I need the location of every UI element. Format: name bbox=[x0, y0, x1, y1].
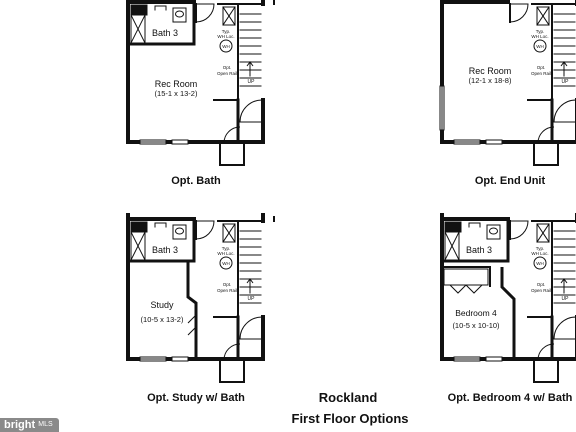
vanity-top bbox=[130, 4, 148, 16]
wh-loc-label: WH Loc. bbox=[217, 34, 234, 39]
wh-typ-label: Typ. bbox=[222, 29, 231, 34]
door-swing bbox=[509, 220, 529, 240]
caption-opt-end-unit: Opt. End Unit bbox=[474, 175, 546, 187]
rail-text-label: Open Rail bbox=[531, 71, 551, 76]
wh-badge: WH bbox=[536, 261, 544, 266]
caption-opt-bath: Opt. Bath bbox=[171, 175, 221, 187]
shower-x bbox=[130, 231, 146, 261]
up-label: UP bbox=[562, 296, 570, 302]
closet-x bbox=[222, 223, 236, 243]
room-dim: (12-1 x 18-8) bbox=[469, 76, 512, 85]
rail-opt-label: Opt. bbox=[223, 282, 232, 287]
room-name: Study bbox=[150, 300, 174, 310]
closet-wall bbox=[442, 266, 491, 287]
room-dim: (10-5 x 13-2) bbox=[141, 315, 184, 324]
plan-opt-bedroom4-bath: Bath 3 UP Typ.WH Loc. WH Opt.Open RailBedroo… bbox=[440, 213, 576, 383]
wh-badge: WH bbox=[536, 44, 544, 49]
toilet-tank bbox=[172, 224, 187, 240]
caption-opt-bedroom4-bath: Opt. Bedroom 4 w/ Bath bbox=[447, 392, 573, 404]
plan-title: Rockland bbox=[318, 390, 378, 405]
rail-text-label: Open Rail bbox=[217, 71, 237, 76]
front-stoop bbox=[533, 359, 559, 383]
rail-opt-label: Opt. bbox=[537, 65, 546, 70]
toilet-tank bbox=[172, 7, 187, 23]
stair-arrowhead bbox=[246, 61, 254, 67]
wh-typ-label: Typ. bbox=[536, 246, 545, 251]
water-heater-symbol bbox=[219, 39, 233, 53]
front-stoop bbox=[533, 142, 559, 166]
rail-opt-label: Opt. bbox=[537, 282, 546, 287]
window bbox=[485, 139, 503, 145]
door-swing bbox=[195, 3, 215, 23]
window bbox=[171, 139, 189, 145]
wh-typ-label: Typ. bbox=[536, 29, 545, 34]
entry-swing bbox=[553, 99, 576, 123]
stoop-swing bbox=[223, 126, 241, 144]
plan-opt-end-unit: UP Typ.WH Loc. WH Opt.Open Rail Rec Room(12-… bbox=[439, 0, 576, 166]
room-name: Rec Room bbox=[469, 66, 512, 76]
up-label: UP bbox=[562, 79, 570, 85]
toilet-bowl bbox=[489, 227, 498, 235]
door-swing bbox=[195, 220, 215, 240]
vanity-top bbox=[130, 221, 148, 233]
watermark-logo: bright MLS bbox=[0, 418, 59, 432]
caption-opt-study-bath: Opt. Study w/ Bath bbox=[147, 392, 245, 404]
stoop-swing bbox=[223, 343, 241, 361]
rail-text-label: Open Rail bbox=[531, 288, 551, 293]
rail-text-label: Open Rail bbox=[217, 288, 237, 293]
bifold-door bbox=[187, 314, 197, 336]
closet-x bbox=[222, 6, 236, 26]
front-stoop bbox=[219, 359, 245, 383]
shower-x bbox=[130, 14, 146, 44]
closet-doors bbox=[449, 284, 483, 294]
entry-swing bbox=[239, 99, 263, 123]
window bbox=[171, 356, 189, 362]
toilet-bowl bbox=[175, 227, 184, 235]
wh-loc-label: WH Loc. bbox=[531, 34, 548, 39]
toilet-bowl bbox=[175, 10, 184, 18]
closet-x bbox=[536, 6, 550, 26]
room-name: Rec Room bbox=[155, 79, 198, 89]
room-dim: (10-5 x 10-10) bbox=[452, 321, 500, 330]
wh-loc-label: WH Loc. bbox=[531, 251, 548, 256]
bath-label: Bath 3 bbox=[152, 28, 178, 38]
bath-label: Bath 3 bbox=[152, 245, 178, 255]
closet bbox=[443, 268, 489, 286]
water-heater-symbol bbox=[219, 256, 233, 270]
entry-swing bbox=[553, 316, 576, 340]
bed-partition bbox=[500, 267, 516, 359]
bath-label: Bath 3 bbox=[466, 245, 492, 255]
vanity-top bbox=[444, 221, 462, 233]
water-heater-symbol bbox=[533, 39, 547, 53]
stair-arrowhead bbox=[246, 278, 254, 284]
wh-typ-label: Typ. bbox=[222, 246, 231, 251]
up-label: UP bbox=[248, 79, 256, 85]
stoop-swing bbox=[537, 343, 555, 361]
stoop-swing bbox=[537, 126, 555, 144]
stair-arrowhead bbox=[560, 278, 568, 284]
study-partition bbox=[186, 261, 198, 359]
shower-x bbox=[444, 231, 460, 261]
plan-subtitle: First Floor Options bbox=[291, 411, 409, 426]
rail-opt-label: Opt. bbox=[223, 65, 232, 70]
room-name: Bedroom 4 bbox=[455, 308, 497, 318]
entry-swing bbox=[239, 316, 263, 340]
window bbox=[485, 356, 503, 362]
closet-x bbox=[536, 223, 550, 243]
room-dim: (15-1 x 13-2) bbox=[155, 89, 198, 98]
front-stoop bbox=[219, 142, 245, 166]
stair-arrowhead bbox=[560, 61, 568, 67]
water-heater-symbol bbox=[533, 256, 547, 270]
door-swing bbox=[509, 3, 529, 23]
up-label: UP bbox=[248, 296, 256, 302]
wh-badge: WH bbox=[222, 44, 230, 49]
wh-loc-label: WH Loc. bbox=[217, 251, 234, 256]
wh-badge: WH bbox=[222, 261, 230, 266]
toilet-tank bbox=[486, 224, 501, 240]
